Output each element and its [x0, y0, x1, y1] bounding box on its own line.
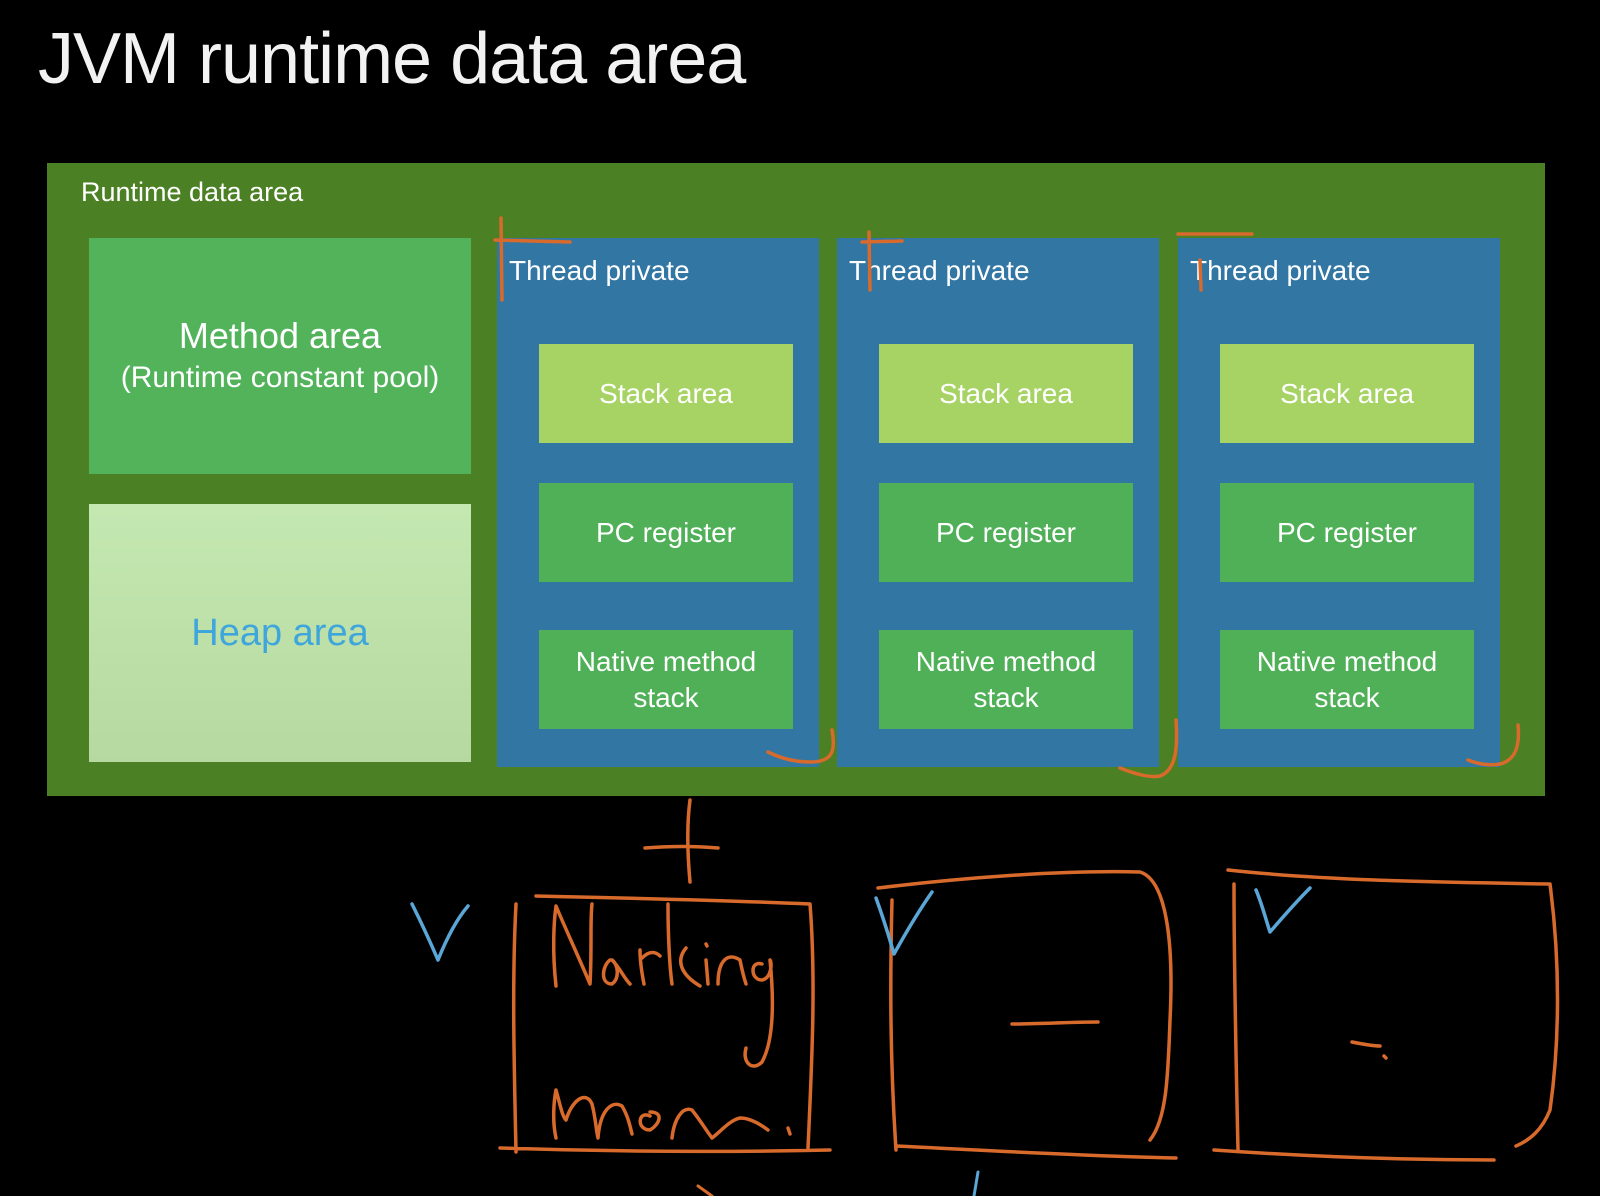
native-method-stack: Native method stack	[539, 630, 793, 729]
dash-mark	[1350, 1040, 1388, 1060]
sketch-box-2	[876, 869, 1178, 1160]
native-method-label: Native method	[915, 645, 1097, 677]
stack-area: Stack area	[539, 344, 793, 443]
scribble-text	[601, 902, 775, 1068]
check-mark	[410, 902, 470, 962]
native-method-stack: Native method stack	[879, 630, 1133, 729]
native-method-label: Native method	[1256, 645, 1438, 677]
thread-private-label: Thread private	[849, 255, 1030, 286]
corner-mark	[860, 230, 904, 292]
scribble-text	[551, 902, 594, 988]
ink-fragment	[696, 1184, 714, 1196]
ink-fragment	[972, 1170, 980, 1196]
native-stack-label: stack	[973, 681, 1039, 713]
native-method-stack: Native method stack	[1220, 630, 1474, 729]
corner-mark	[1466, 723, 1521, 767]
check-mark	[1254, 886, 1312, 934]
pc-register: PC register	[1220, 483, 1474, 582]
thread-private-label: Thread private	[509, 255, 690, 286]
corner-mark	[1176, 232, 1254, 292]
method-area: Method area (Runtime constant pool)	[89, 238, 471, 474]
sketch-box-1	[498, 894, 832, 1154]
check-mark	[874, 890, 934, 956]
corner-mark	[493, 216, 572, 302]
heap-area: Heap area	[89, 504, 471, 762]
corner-mark	[1118, 718, 1179, 779]
thread-private-2: Thread private Stack area PC register Na…	[837, 238, 1159, 767]
runtime-data-area: Runtime data area Method area (Runtime c…	[47, 163, 1545, 796]
stack-area: Stack area	[1220, 344, 1474, 443]
pc-register: PC register	[879, 483, 1133, 582]
runtime-data-area-label: Runtime data area	[81, 177, 304, 207]
native-method-label: Native method	[575, 645, 757, 677]
native-stack-label: stack	[633, 681, 699, 713]
stack-area: Stack area	[879, 344, 1133, 443]
method-area-subtitle: (Runtime constant pool)	[120, 361, 440, 394]
dash-mark	[1010, 1020, 1100, 1026]
sketch-box-3	[1212, 868, 1560, 1162]
thread-private-3: Thread private Stack area PC register Na…	[1178, 238, 1500, 767]
thread-private-1: Thread private Stack area PC register Na…	[497, 238, 819, 767]
plus-mark	[643, 798, 720, 884]
pc-register: PC register	[539, 483, 793, 582]
thread-private-label: Thread private	[1190, 255, 1371, 286]
method-area-title: Method area	[178, 315, 382, 356]
scribble-text	[551, 1088, 792, 1140]
corner-mark	[766, 728, 836, 764]
native-stack-label: stack	[1314, 681, 1380, 713]
page-title: JVM runtime data area	[38, 19, 746, 99]
